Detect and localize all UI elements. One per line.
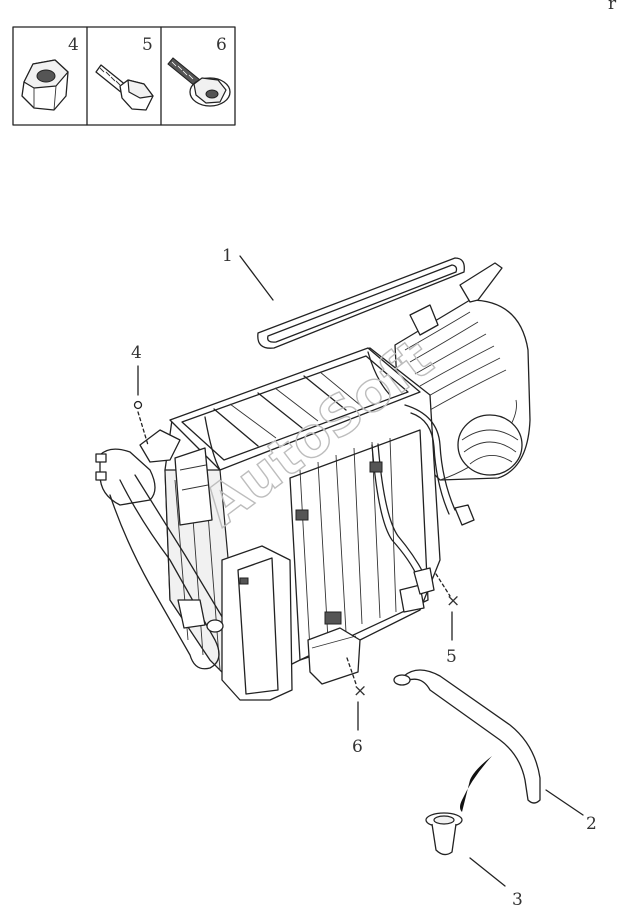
bolt-symbol-5: ×: [446, 591, 460, 611]
legend-number-5: 5: [142, 35, 153, 55]
legend-number-6: 6: [216, 35, 227, 55]
leader-dash-5: [435, 573, 451, 597]
fastener-legend: 4 5 6: [12, 26, 236, 126]
bolt-symbol-6: ×: [353, 681, 367, 701]
callout-2: 2: [586, 814, 597, 834]
callout-1: 1: [222, 246, 233, 266]
callout-3: 3: [512, 890, 523, 910]
leader-line-3: [469, 857, 506, 887]
hvac-heater-assembly: [95, 257, 531, 701]
leader-line-2: [545, 789, 584, 816]
drain-grommet: [425, 812, 463, 856]
flange-bolt-icon: [167, 57, 231, 107]
corner-mark: r: [608, 0, 617, 14]
callout-6: 6: [352, 737, 363, 757]
leader-line-1: [239, 255, 274, 301]
nut-symbol-4: [133, 400, 143, 410]
leader-dash-4: [137, 411, 149, 446]
bolt-icon: [95, 64, 154, 111]
callout-5: 5: [446, 647, 457, 667]
legend-number-4: 4: [68, 35, 79, 55]
nut-icon: [21, 59, 69, 111]
callout-4: 4: [131, 343, 142, 363]
drain-hose: [393, 669, 541, 812]
leader-dash-6: [346, 657, 357, 685]
